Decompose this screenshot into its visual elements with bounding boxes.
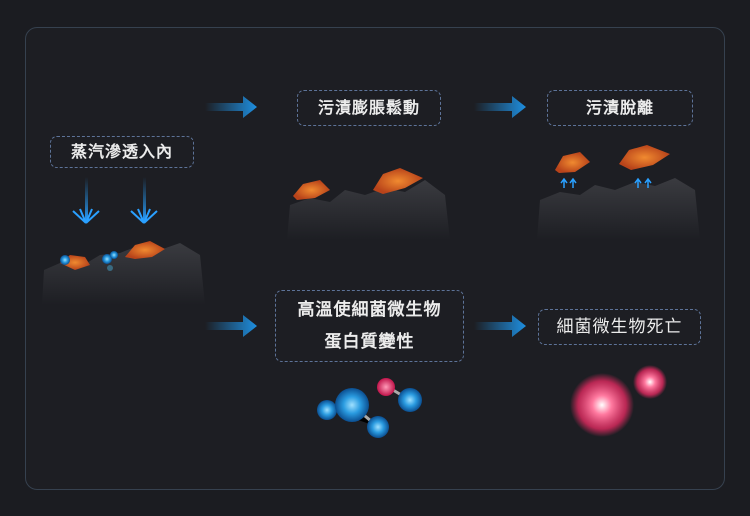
arrow-right-icon (474, 96, 526, 118)
protein-molecule-icon (317, 378, 422, 438)
label-bacteria-death: 細菌微生物死亡 (538, 309, 701, 345)
arrow-right-icon (205, 96, 257, 118)
label-stain-detaches: 污漬脫離 (547, 90, 693, 126)
arrow-right-icon (205, 315, 257, 337)
stain-detached-illustration (537, 145, 700, 240)
steam-arrow-icon (72, 177, 100, 224)
label-text-line1: 高溫使細菌微生物 (297, 300, 442, 320)
label-text: 污漬膨脹鬆動 (317, 98, 420, 117)
label-stain-swells: 污漬膨脹鬆動 (297, 90, 441, 126)
label-steam-penetrates: 蒸汽滲透入內 (50, 136, 194, 168)
dead-bacteria-icon (570, 365, 667, 437)
steam-penetration-illustration (42, 177, 205, 305)
arrow-right-icon (474, 315, 526, 337)
label-text: 污漬脫離 (585, 98, 654, 117)
label-text: 蒸汽滲透入內 (70, 142, 173, 161)
label-text-line2: 蛋白質變性 (324, 332, 415, 352)
label-text: 細菌微生物死亡 (556, 317, 683, 337)
steam-arrow-icon (130, 177, 158, 224)
stain-swelling-illustration (287, 168, 450, 240)
label-protein-denature: 高溫使細菌微生物 蛋白質變性 (275, 290, 464, 362)
